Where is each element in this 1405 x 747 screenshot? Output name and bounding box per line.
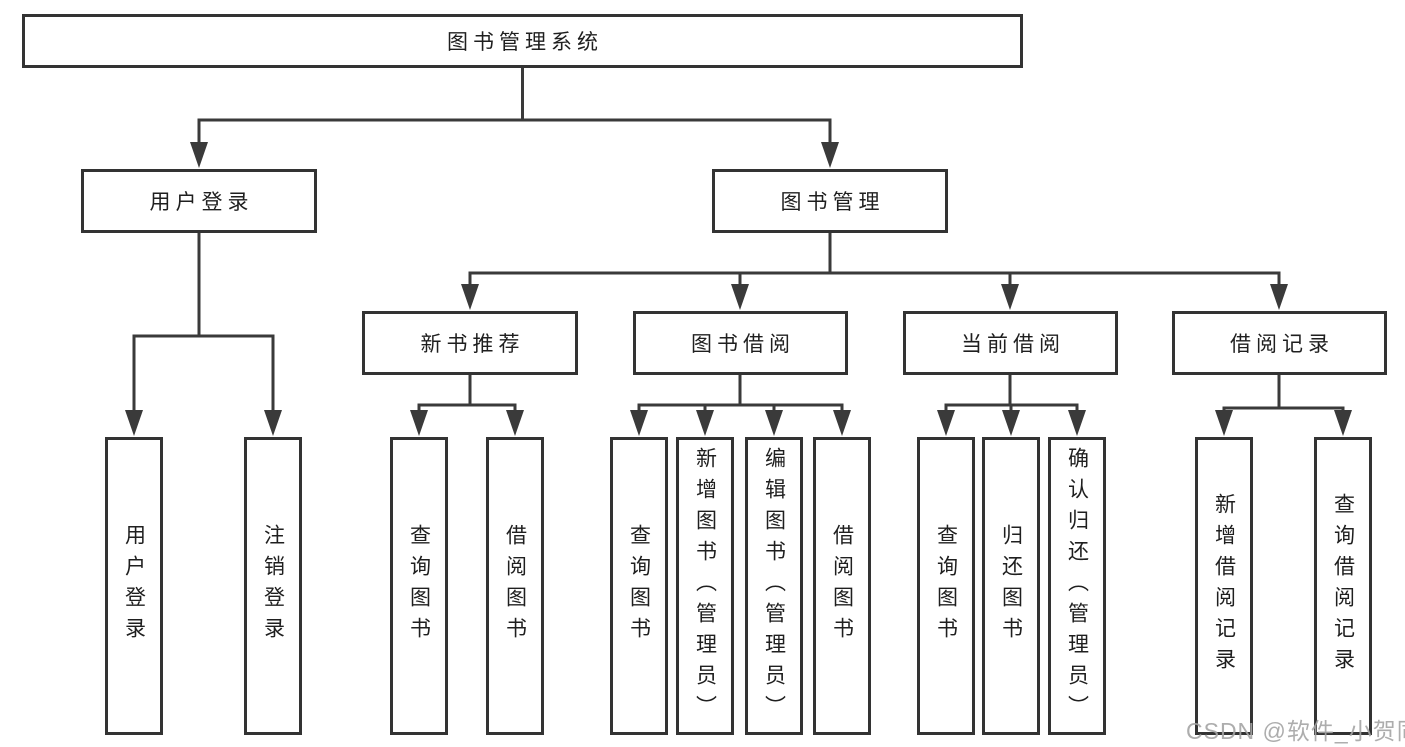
- leaf-confirm-return-admin: 确认归还（管理员）: [1048, 437, 1106, 735]
- leaf-query-books-borrowing-label: 查询图书: [627, 524, 651, 648]
- arrowheads: [125, 142, 1352, 436]
- leaf-add-books-admin-label: 新增图书（管理员）: [693, 446, 717, 726]
- leaf-borrow-books-recommend: 借阅图书: [486, 437, 544, 735]
- leaf-borrow-books-borrowing-label: 借阅图书: [830, 524, 854, 648]
- node-borrowing-records: 借阅记录: [1172, 311, 1387, 375]
- leaf-return-books: 归还图书: [982, 437, 1040, 735]
- leaf-user-login-label: 用户登录: [122, 524, 146, 648]
- leaf-borrow-books-recommend-label: 借阅图书: [503, 524, 527, 648]
- leaf-query-borrow-record: 查询借阅记录: [1314, 437, 1372, 735]
- node-library-management-system-label: 图书管理系统: [447, 31, 603, 54]
- leaf-query-books-recommend: 查询图书: [390, 437, 448, 735]
- leaf-edit-books-admin: 编辑图书（管理员）: [745, 437, 803, 735]
- node-book-management: 图书管理: [712, 169, 948, 233]
- leaf-query-books-current-label: 查询图书: [934, 524, 958, 648]
- node-user-login: 用户登录: [81, 169, 317, 233]
- node-user-login-label: 用户登录: [149, 191, 254, 214]
- node-library-management-system: 图书管理系统: [22, 14, 1023, 68]
- leaf-borrow-books-borrowing: 借阅图书: [813, 437, 871, 735]
- csdn-watermark: CSDN @软件_小贺同学: [1186, 718, 1405, 744]
- leaf-return-books-label: 归还图书: [999, 524, 1023, 648]
- node-current-borrowing: 当前借阅: [903, 311, 1118, 375]
- leaf-add-borrow-record-label: 新增借阅记录: [1212, 493, 1236, 679]
- node-new-book-recommendation: 新书推荐: [362, 311, 578, 375]
- leaf-user-login: 用户登录: [105, 437, 163, 735]
- leaf-edit-books-admin-label: 编辑图书（管理员）: [762, 446, 786, 726]
- leaf-query-books-current: 查询图书: [917, 437, 975, 735]
- leaf-add-books-admin: 新增图书（管理员）: [676, 437, 734, 735]
- node-new-book-recommendation-label: 新书推荐: [420, 333, 525, 356]
- leaf-confirm-return-admin-label: 确认归还（管理员）: [1065, 446, 1089, 726]
- leaf-query-borrow-record-label: 查询借阅记录: [1331, 493, 1355, 679]
- leaf-logout-label: 注销登录: [261, 524, 285, 648]
- node-book-borrowing: 图书借阅: [633, 311, 848, 375]
- leaf-logout: 注销登录: [244, 437, 302, 735]
- node-borrowing-records-label: 借阅记录: [1230, 333, 1334, 356]
- leaf-add-borrow-record: 新增借阅记录: [1195, 437, 1253, 735]
- leaf-query-books-borrowing: 查询图书: [610, 437, 668, 735]
- node-current-borrowing-label: 当前借阅: [961, 333, 1065, 356]
- node-book-borrowing-label: 图书借阅: [691, 333, 795, 356]
- node-book-management-label: 图书管理: [780, 191, 885, 214]
- leaf-query-books-recommend-label: 查询图书: [407, 524, 431, 648]
